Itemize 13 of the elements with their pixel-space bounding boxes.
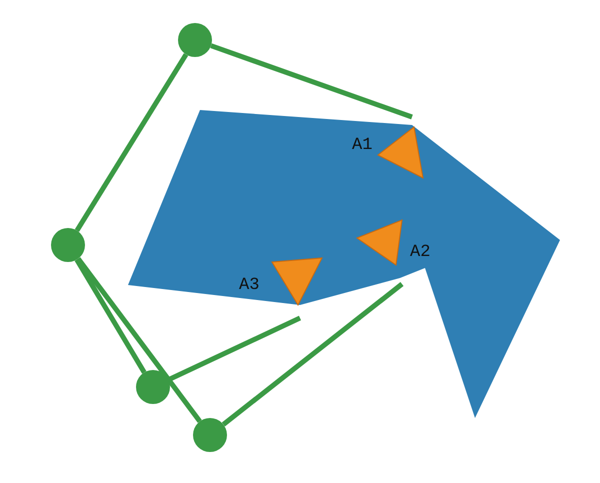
connector-line: [76, 257, 202, 423]
connector-line: [74, 53, 188, 232]
connector-line: [222, 282, 404, 426]
joint-circle: [51, 228, 85, 262]
vertex-label: A1: [352, 137, 372, 154]
connector-line: [74, 258, 146, 374]
vertex-label: A2: [410, 244, 430, 261]
connector-line: [210, 43, 413, 120]
connector-line: [167, 316, 302, 382]
vertex-label: A3: [239, 277, 260, 294]
joint-circle: [136, 370, 170, 404]
joint-circle: [193, 418, 227, 452]
joint-circle: [178, 23, 212, 57]
